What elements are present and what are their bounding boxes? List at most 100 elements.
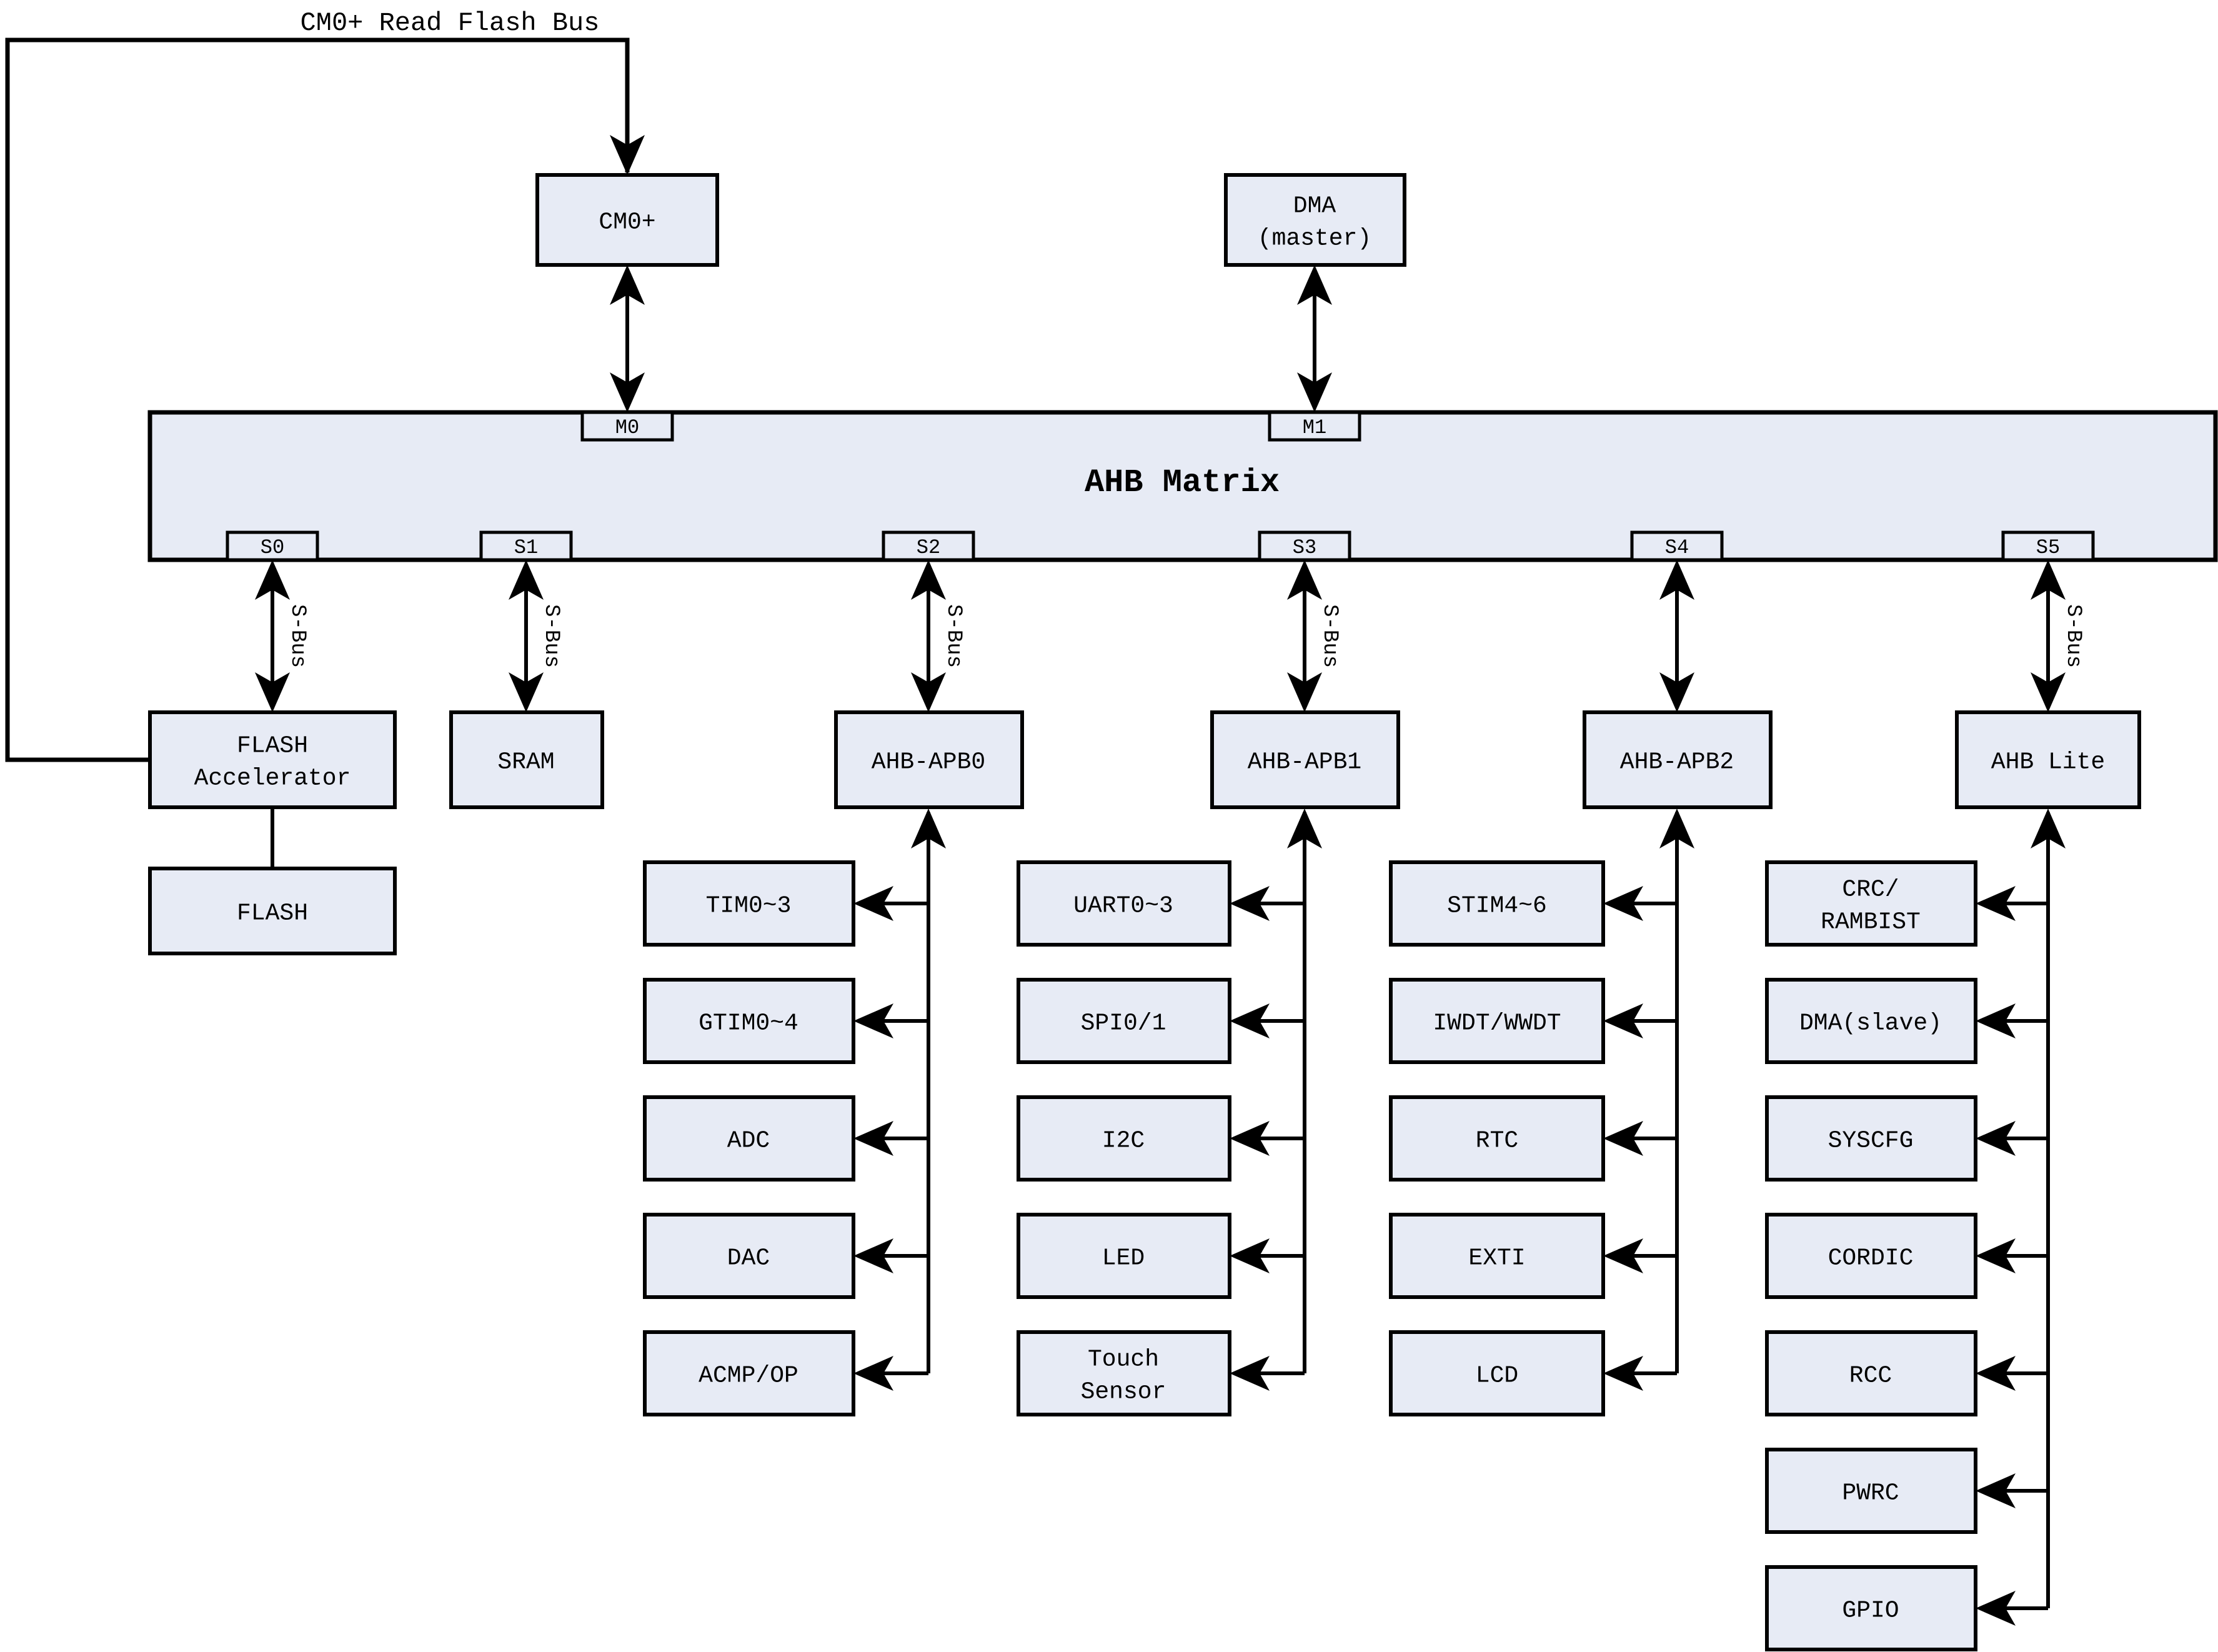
- sbus-arrow-s3: S-Bus: [1287, 560, 1341, 712]
- port-label-m0: M0: [615, 416, 639, 439]
- block-touch-sensor-label-line1: Touch: [1088, 1346, 1159, 1373]
- block-dma-master-label-line1: DMA: [1293, 192, 1336, 219]
- block-touch-sensor: Touch Sensor: [1017, 1330, 1231, 1416]
- flash-bus-line: [5, 37, 630, 762]
- block-acmp-op: ACMP/OP: [643, 1330, 855, 1416]
- block-adc-label: ADC: [727, 1127, 770, 1154]
- block-crc-rambist-label-line1: CRC/: [1842, 876, 1899, 903]
- block-cm0: CM0+: [535, 173, 719, 267]
- block-acmp-op-label: ACMP/OP: [699, 1362, 798, 1389]
- port-tab-m0: M0: [580, 411, 674, 442]
- branch-rcc: [1976, 1356, 2048, 1391]
- block-dac-label: DAC: [727, 1245, 770, 1271]
- block-ahb-apb0-label: AHB-APB0: [872, 749, 985, 775]
- block-ahb-apb0: AHB-APB0: [834, 710, 1024, 809]
- branch-spi0-1: [1230, 1003, 1305, 1038]
- sbus-label-s5: S-Bus: [2061, 604, 2085, 668]
- branch-dac: [853, 1238, 928, 1273]
- branch-iwdt-wwdt: [1603, 1003, 1677, 1038]
- block-ahb-lite-label: AHB Lite: [1991, 749, 2105, 775]
- sbus-arrow-s2: S-Bus: [911, 560, 965, 712]
- sbus-label-s1: S-Bus: [539, 604, 563, 668]
- block-i2c: I2C: [1017, 1095, 1231, 1182]
- sbus-arrow-s1: S-Bus: [509, 560, 563, 712]
- block-dac: DAC: [643, 1213, 855, 1299]
- ahb-matrix-label: AHB Matrix: [1085, 464, 1280, 501]
- block-ahb-apb1: AHB-APB1: [1210, 710, 1400, 809]
- block-gtim0-4-label: GTIM0~4: [699, 1010, 798, 1037]
- flash-bus: CM0+ Read Flash Bus: [5, 8, 645, 762]
- sbus-label-s3: S-Bus: [1318, 604, 1341, 668]
- branch-syscfg: [1976, 1121, 2048, 1156]
- port-label-s3: S3: [1293, 536, 1316, 559]
- block-rtc-label: RTC: [1476, 1127, 1518, 1154]
- block-syscfg-label: SYSCFG: [1828, 1127, 1914, 1154]
- port-label-m1: M1: [1303, 416, 1326, 439]
- block-touch-sensor-label-line2: Sensor: [1081, 1378, 1166, 1405]
- block-flash-accelerator: FLASH Accelerator: [148, 710, 397, 809]
- block-exti: EXTI: [1389, 1213, 1605, 1299]
- block-led: LED: [1017, 1213, 1231, 1299]
- port-tab-s5: S5: [2001, 530, 2095, 562]
- block-spi0-1-label: SPI0/1: [1081, 1010, 1166, 1037]
- block-sram: SRAM: [449, 710, 604, 809]
- port-tab-s1: S1: [479, 530, 573, 562]
- block-dma-slave-label: DMA(slave): [1799, 1010, 1942, 1037]
- block-flash-label: FLASH: [237, 900, 308, 927]
- arrow-dma-m1: [1297, 265, 1332, 412]
- sbus-arrow-s0: S-Bus: [255, 560, 309, 712]
- branch-dma-slave: [1976, 1003, 2048, 1038]
- block-ahb-apb2: AHB-APB2: [1583, 710, 1773, 809]
- block-ahb-apb2-label: AHB-APB2: [1620, 749, 1734, 775]
- block-dma-master: DMA (master): [1224, 173, 1406, 267]
- block-exti-label: EXTI: [1468, 1245, 1525, 1271]
- trunk-ahb-apb2: [1659, 809, 1694, 1373]
- block-stim4-6: STIM4~6: [1389, 860, 1605, 947]
- block-rtc: RTC: [1389, 1095, 1605, 1182]
- block-cordic-label: CORDIC: [1828, 1245, 1914, 1271]
- block-syscfg: SYSCFG: [1765, 1095, 1977, 1182]
- branch-exti: [1603, 1238, 1677, 1273]
- trunk-ahb-apb0: [911, 809, 946, 1373]
- flash-bus-label: CM0+ Read Flash Bus: [301, 8, 600, 38]
- port-tab-s3: S3: [1258, 530, 1351, 562]
- branch-crc-rambist: [1976, 886, 2048, 921]
- branch-adc: [853, 1121, 928, 1156]
- block-ahb-lite: AHB Lite: [1955, 710, 2141, 809]
- branch-rtc: [1603, 1121, 1677, 1156]
- block-uart0-3-label: UART0~3: [1073, 892, 1173, 919]
- branch-led: [1230, 1238, 1305, 1273]
- block-stim4-6-label: STIM4~6: [1447, 892, 1547, 919]
- block-flash-accelerator-label-line1: FLASH: [237, 732, 308, 759]
- block-rcc: RCC: [1765, 1330, 1977, 1416]
- sbus-arrow-s4: [1659, 560, 1694, 712]
- block-dma-master-rect: [1224, 173, 1406, 267]
- port-tab-s4: S4: [1630, 530, 1724, 562]
- trunk-ahb-lite: [2031, 809, 2066, 1608]
- block-spi0-1: SPI0/1: [1017, 978, 1231, 1064]
- branch-pwrc: [1976, 1473, 2048, 1508]
- branch-uart0-3: [1230, 886, 1305, 921]
- block-rcc-label: RCC: [1849, 1362, 1892, 1389]
- branch-stim4-6: [1603, 886, 1677, 921]
- block-lcd-label: LCD: [1476, 1362, 1518, 1389]
- ahb-matrix: AHB Matrix M0 M1 S0 S1 S2 S3 S4: [147, 410, 2218, 562]
- block-uart0-3: UART0~3: [1017, 860, 1231, 947]
- block-iwdt-wwdt-label: IWDT/WWDT: [1433, 1010, 1561, 1037]
- block-led-label: LED: [1102, 1245, 1145, 1271]
- block-pwrc-label: PWRC: [1842, 1480, 1899, 1506]
- port-label-s5: S5: [2036, 536, 2060, 559]
- sbus-label-s2: S-Bus: [942, 604, 965, 668]
- block-gtim0-4: GTIM0~4: [643, 978, 855, 1064]
- sbus-label-s0: S-Bus: [286, 604, 309, 668]
- port-label-s0: S0: [261, 536, 284, 559]
- branch-touch-sensor: [1230, 1356, 1305, 1391]
- block-dma-master-label-line2: (master): [1258, 225, 1371, 252]
- block-cordic: CORDIC: [1765, 1213, 1977, 1299]
- branch-gpio: [1976, 1591, 2048, 1626]
- sbus-arrow-s5: S-Bus: [2031, 560, 2085, 712]
- branch-i2c: [1230, 1121, 1305, 1156]
- block-iwdt-wwdt: IWDT/WWDT: [1389, 978, 1605, 1064]
- port-label-s4: S4: [1665, 536, 1689, 559]
